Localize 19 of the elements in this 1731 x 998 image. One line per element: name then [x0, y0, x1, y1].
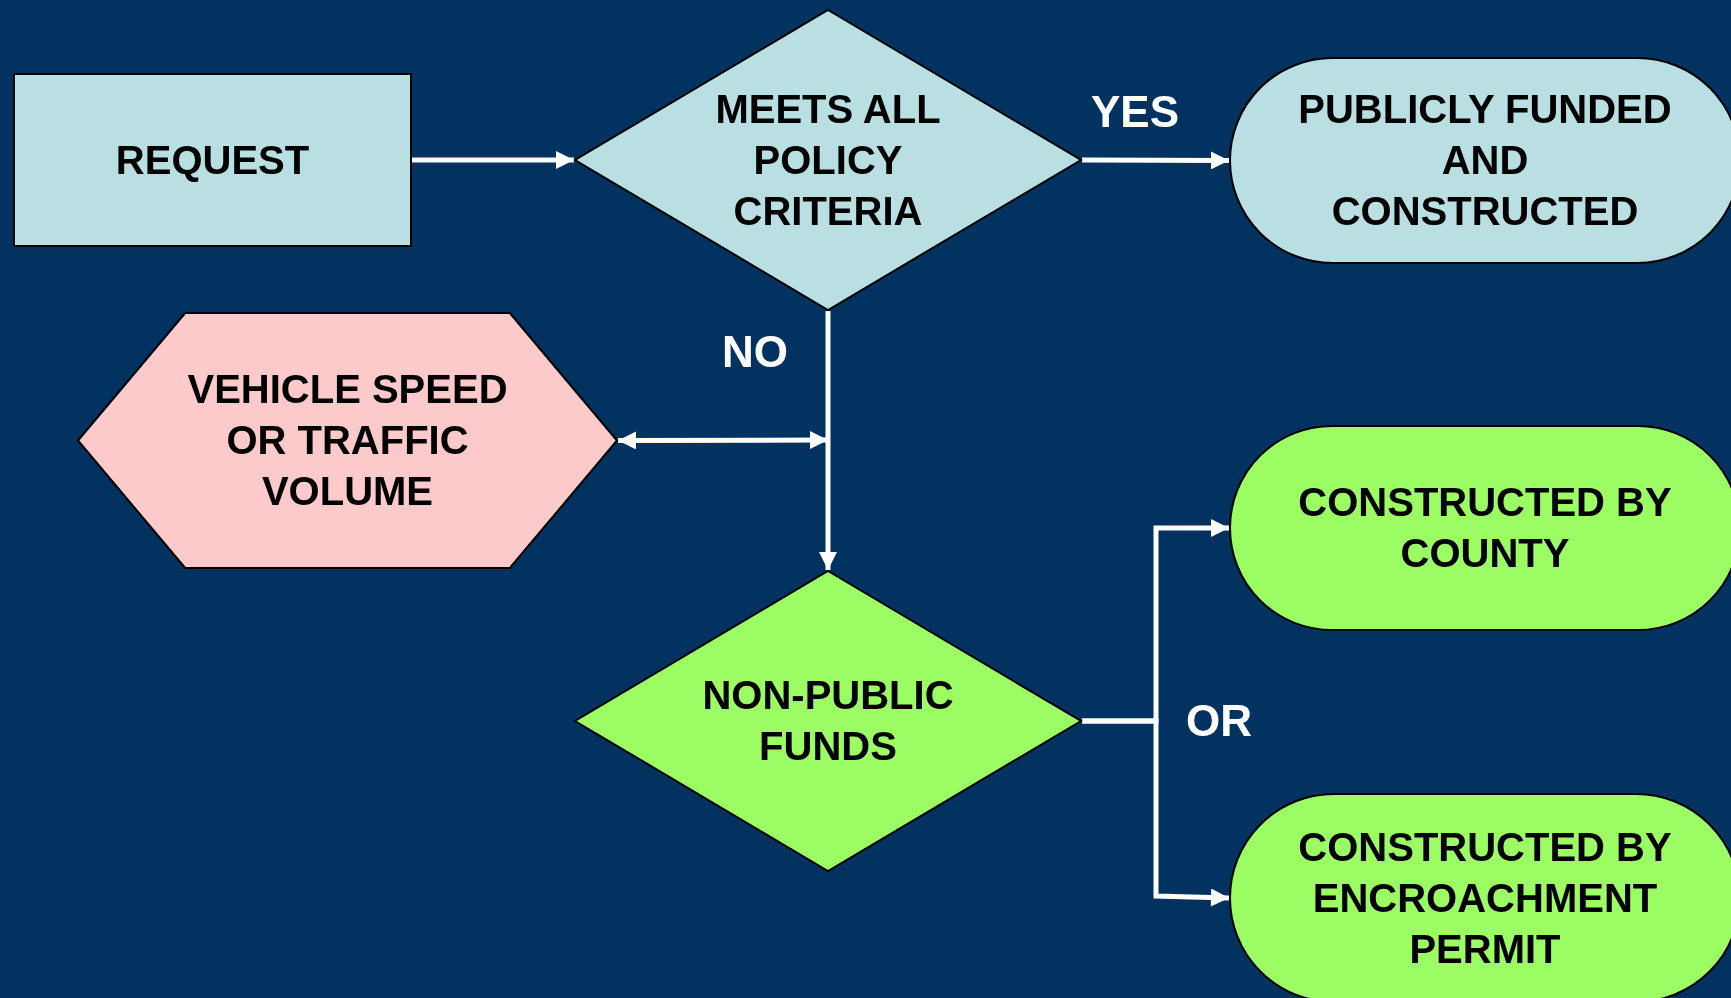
node-label: MEETS ALL POLICY CRITERIA [714, 85, 942, 235]
decision-diamond [574, 570, 1082, 872]
node-label: NON-PUBLIC FUNDS [701, 672, 955, 770]
connector-arrow [1082, 151, 1229, 170]
connector-arrow [1082, 718, 1230, 907]
connector-arrow [618, 431, 828, 450]
node-label: PUBLICLY FUNDED AND CONSTRUCTED [1297, 86, 1673, 235]
terminal-shape [1229, 793, 1731, 998]
node-label: REQUEST [114, 136, 311, 184]
node-label: CONSTRUCTED BY ENCROACHMENT PERMIT [1297, 823, 1673, 973]
terminal-shape [1229, 425, 1731, 631]
hexagon-shape [77, 312, 618, 569]
connector-arrow [819, 311, 837, 570]
terminal-shape [1229, 57, 1731, 264]
node-label: VEHICLE SPEED OR TRAFFIC VOLUME [186, 366, 509, 515]
decision-diamond [574, 9, 1082, 311]
connector-arrow [412, 151, 574, 169]
node-label: CONSTRUCTED BY COUNTY [1297, 479, 1673, 577]
process-box [13, 73, 412, 247]
